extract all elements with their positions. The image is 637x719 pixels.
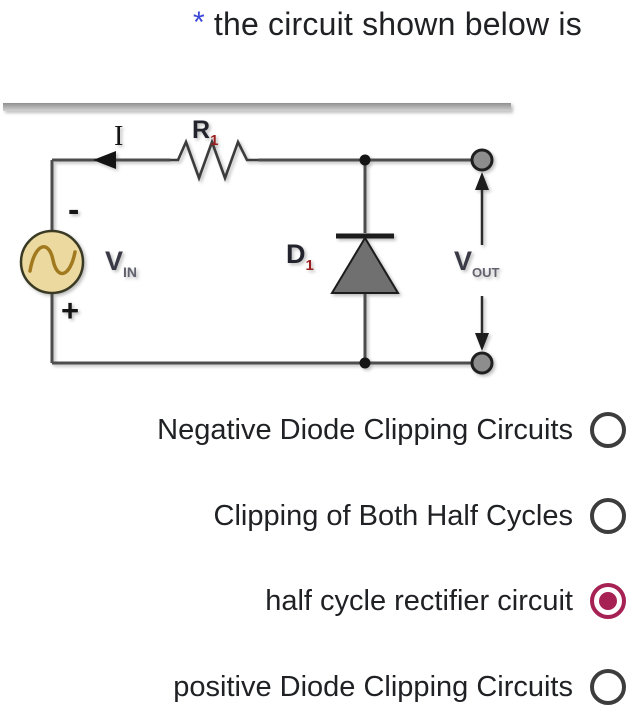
terminal-bottom [470,351,494,375]
junction-dot-bottom [359,357,371,369]
option-label: Clipping of Both Half Cycles [213,499,573,532]
required-asterisk: * [193,6,205,39]
polarity-plus-label: + [61,293,79,328]
diode-triangle [330,236,400,294]
resistor-label: R1 [192,116,218,149]
circuit-svg: I R1 - + VIN D1 [3,103,511,375]
option-label: positive Diode Clipping Circuits [173,670,573,703]
diode-label: D1 [286,239,314,274]
radio-dot [599,592,617,610]
vout-arrow-up-icon [475,172,489,190]
vout-arrow-down-icon [475,333,489,351]
vout-label: VOUT [454,246,500,280]
sine-wave-icon [28,245,77,275]
circuit-diagram: I R1 - + VIN D1 [0,100,520,380]
option-label: half cycle rectifier circuit [265,584,573,617]
current-label: I [114,121,123,152]
option-row-negative-clipping[interactable]: Negative Diode Clipping Circuits [0,404,637,456]
question-title: the circuit shown below is [213,6,582,42]
question-title-row: * the circuit shown below is [193,2,582,46]
radio-button-selected[interactable] [590,583,626,619]
option-row-both-half-cycles[interactable]: Clipping of Both Half Cycles [0,490,637,542]
radio-button[interactable] [590,412,626,448]
polarity-minus-label: - [68,191,79,229]
current-arrow-icon [93,151,116,169]
circuit-wires [50,158,482,365]
image-edge-strip [3,103,511,111]
radio-button[interactable] [590,669,626,705]
radio-button[interactable] [590,498,626,534]
resistor-symbol [170,138,258,182]
terminal-top [470,148,494,172]
option-label: Negative Diode Clipping Circuits [157,413,573,446]
junction-dot-top [359,154,371,166]
option-row-half-cycle-rectifier[interactable]: half cycle rectifier circuit [0,575,637,627]
option-row-positive-clipping[interactable]: positive Diode Clipping Circuits [0,661,637,713]
vin-label: VIN [105,246,137,280]
